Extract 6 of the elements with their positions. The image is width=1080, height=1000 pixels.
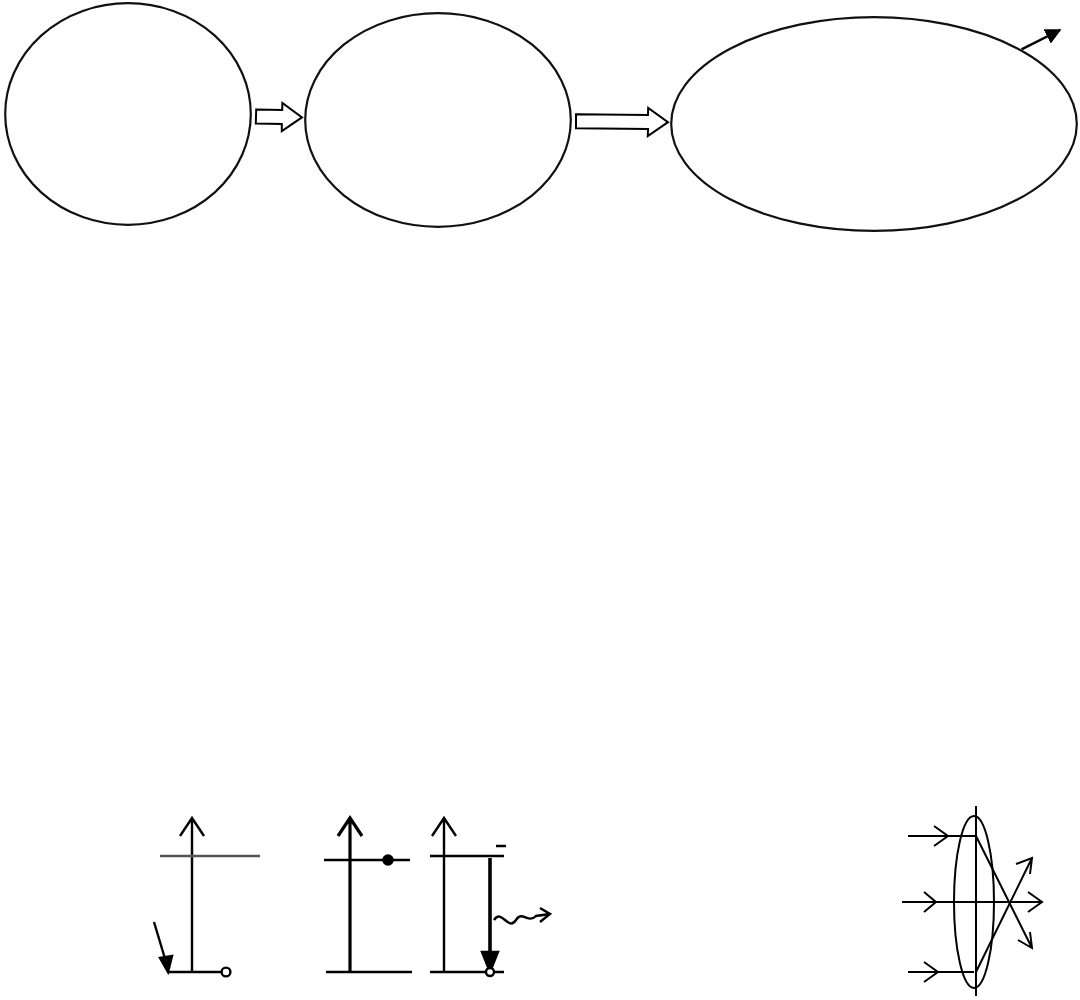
ellipse-node: [304, 12, 572, 228]
ellipse-node: [670, 16, 1078, 232]
block-arrow: [254, 101, 304, 133]
ellipse-node: [4, 2, 252, 226]
arrow: [1021, 28, 1062, 51]
block-arrow: [575, 106, 670, 138]
